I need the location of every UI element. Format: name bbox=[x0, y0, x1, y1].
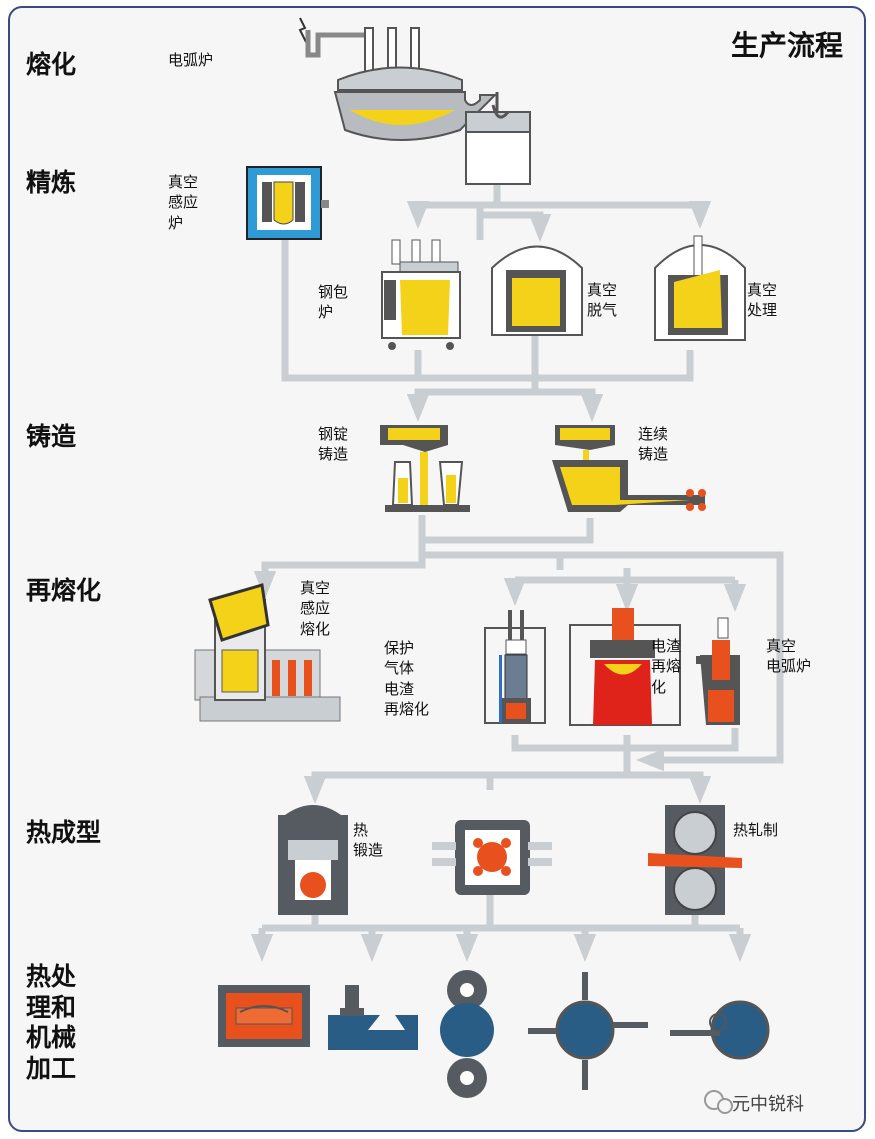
label-vacuum-degassing: 真空 脱气 bbox=[587, 281, 618, 320]
ladle-icon bbox=[465, 92, 531, 185]
hot-rolling-icon bbox=[648, 805, 742, 915]
ingot-casting-icon bbox=[380, 425, 470, 512]
flow-lines bbox=[250, 185, 784, 962]
arc-furnace-icon bbox=[298, 17, 498, 141]
diagram-frame bbox=[8, 6, 866, 1132]
esr-icon bbox=[569, 608, 681, 726]
diagram-title: 生产流程 bbox=[730, 29, 843, 62]
label-vim: 真空 感应 炉 bbox=[168, 173, 199, 232]
rotary-forging-icon bbox=[432, 820, 552, 895]
label-forging: 热 锻造 bbox=[353, 821, 384, 860]
turning-icon bbox=[440, 970, 494, 1098]
label-esr: 电渣 再熔 化 bbox=[651, 637, 682, 696]
grinding-icon bbox=[528, 972, 648, 1090]
vacuum-induction-furnace-icon bbox=[246, 166, 329, 240]
vacuum-degassing-icon bbox=[491, 245, 583, 336]
label-hot-rolling: 热轧制 bbox=[733, 821, 779, 839]
label-vacuum-treatment: 真空 处理 bbox=[747, 281, 778, 320]
ladle-furnace-icon bbox=[381, 239, 461, 350]
stage-hot-forming: 热成型 bbox=[26, 818, 102, 847]
label-vim-remelt: 真空 感应 熔化 bbox=[300, 579, 331, 638]
stage-melting: 熔化 bbox=[26, 50, 77, 79]
watermark: 元中锐科 bbox=[732, 1094, 804, 1115]
vim-remelt-icon bbox=[194, 583, 341, 722]
label-var: 真空 电弧炉 bbox=[766, 637, 812, 676]
stage-casting: 铸造 bbox=[26, 422, 77, 451]
label-continuous-casting: 连续 铸造 bbox=[638, 425, 669, 464]
label-ingot-casting: 钢锭 铸造 bbox=[318, 425, 349, 464]
wechat-icon bbox=[704, 1090, 733, 1114]
label-ladle-furnace: 钢包 炉 bbox=[318, 283, 349, 322]
milling-icon bbox=[328, 985, 418, 1050]
stage-refining: 精炼 bbox=[26, 168, 77, 197]
label-pesr: 保护 气体 电渣 再熔化 bbox=[384, 639, 430, 718]
continuous-casting-icon bbox=[552, 425, 706, 512]
var-icon bbox=[696, 617, 740, 725]
pesr-icon bbox=[484, 610, 546, 724]
vacuum-treatment-icon bbox=[654, 235, 746, 341]
boring-icon bbox=[670, 1000, 770, 1060]
stage-heat-treatment-machining: 热处 理和 机械 加工 bbox=[26, 962, 77, 1083]
stage-remelting: 再熔化 bbox=[26, 576, 102, 605]
heat-treatment-furnace-icon bbox=[218, 985, 310, 1047]
forging-press-icon bbox=[278, 805, 348, 915]
label-arc-furnace: 电弧炉 bbox=[168, 51, 214, 69]
